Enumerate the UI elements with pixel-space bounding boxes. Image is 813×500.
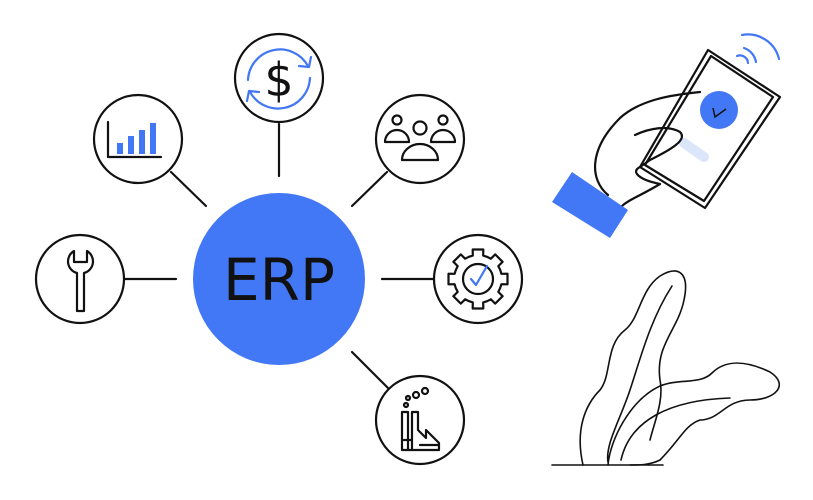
check-icon (700, 91, 738, 129)
maintenance-icon (34, 233, 126, 325)
sleeve-cuff (552, 172, 628, 238)
analytics-icon (92, 93, 184, 185)
finance-icon: $ (233, 32, 325, 124)
hand-holding-phone (552, 33, 782, 238)
plant-illustration (551, 270, 781, 466)
signal-waves-icon (735, 33, 781, 65)
erp-hub: ERP (193, 193, 365, 365)
svg-text:$: $ (264, 53, 293, 107)
connectors (122, 122, 436, 390)
settings-check-icon (432, 233, 524, 325)
manufacturing-icon (374, 374, 466, 466)
people-icon (374, 93, 466, 185)
erp-label: ERP (223, 246, 335, 314)
